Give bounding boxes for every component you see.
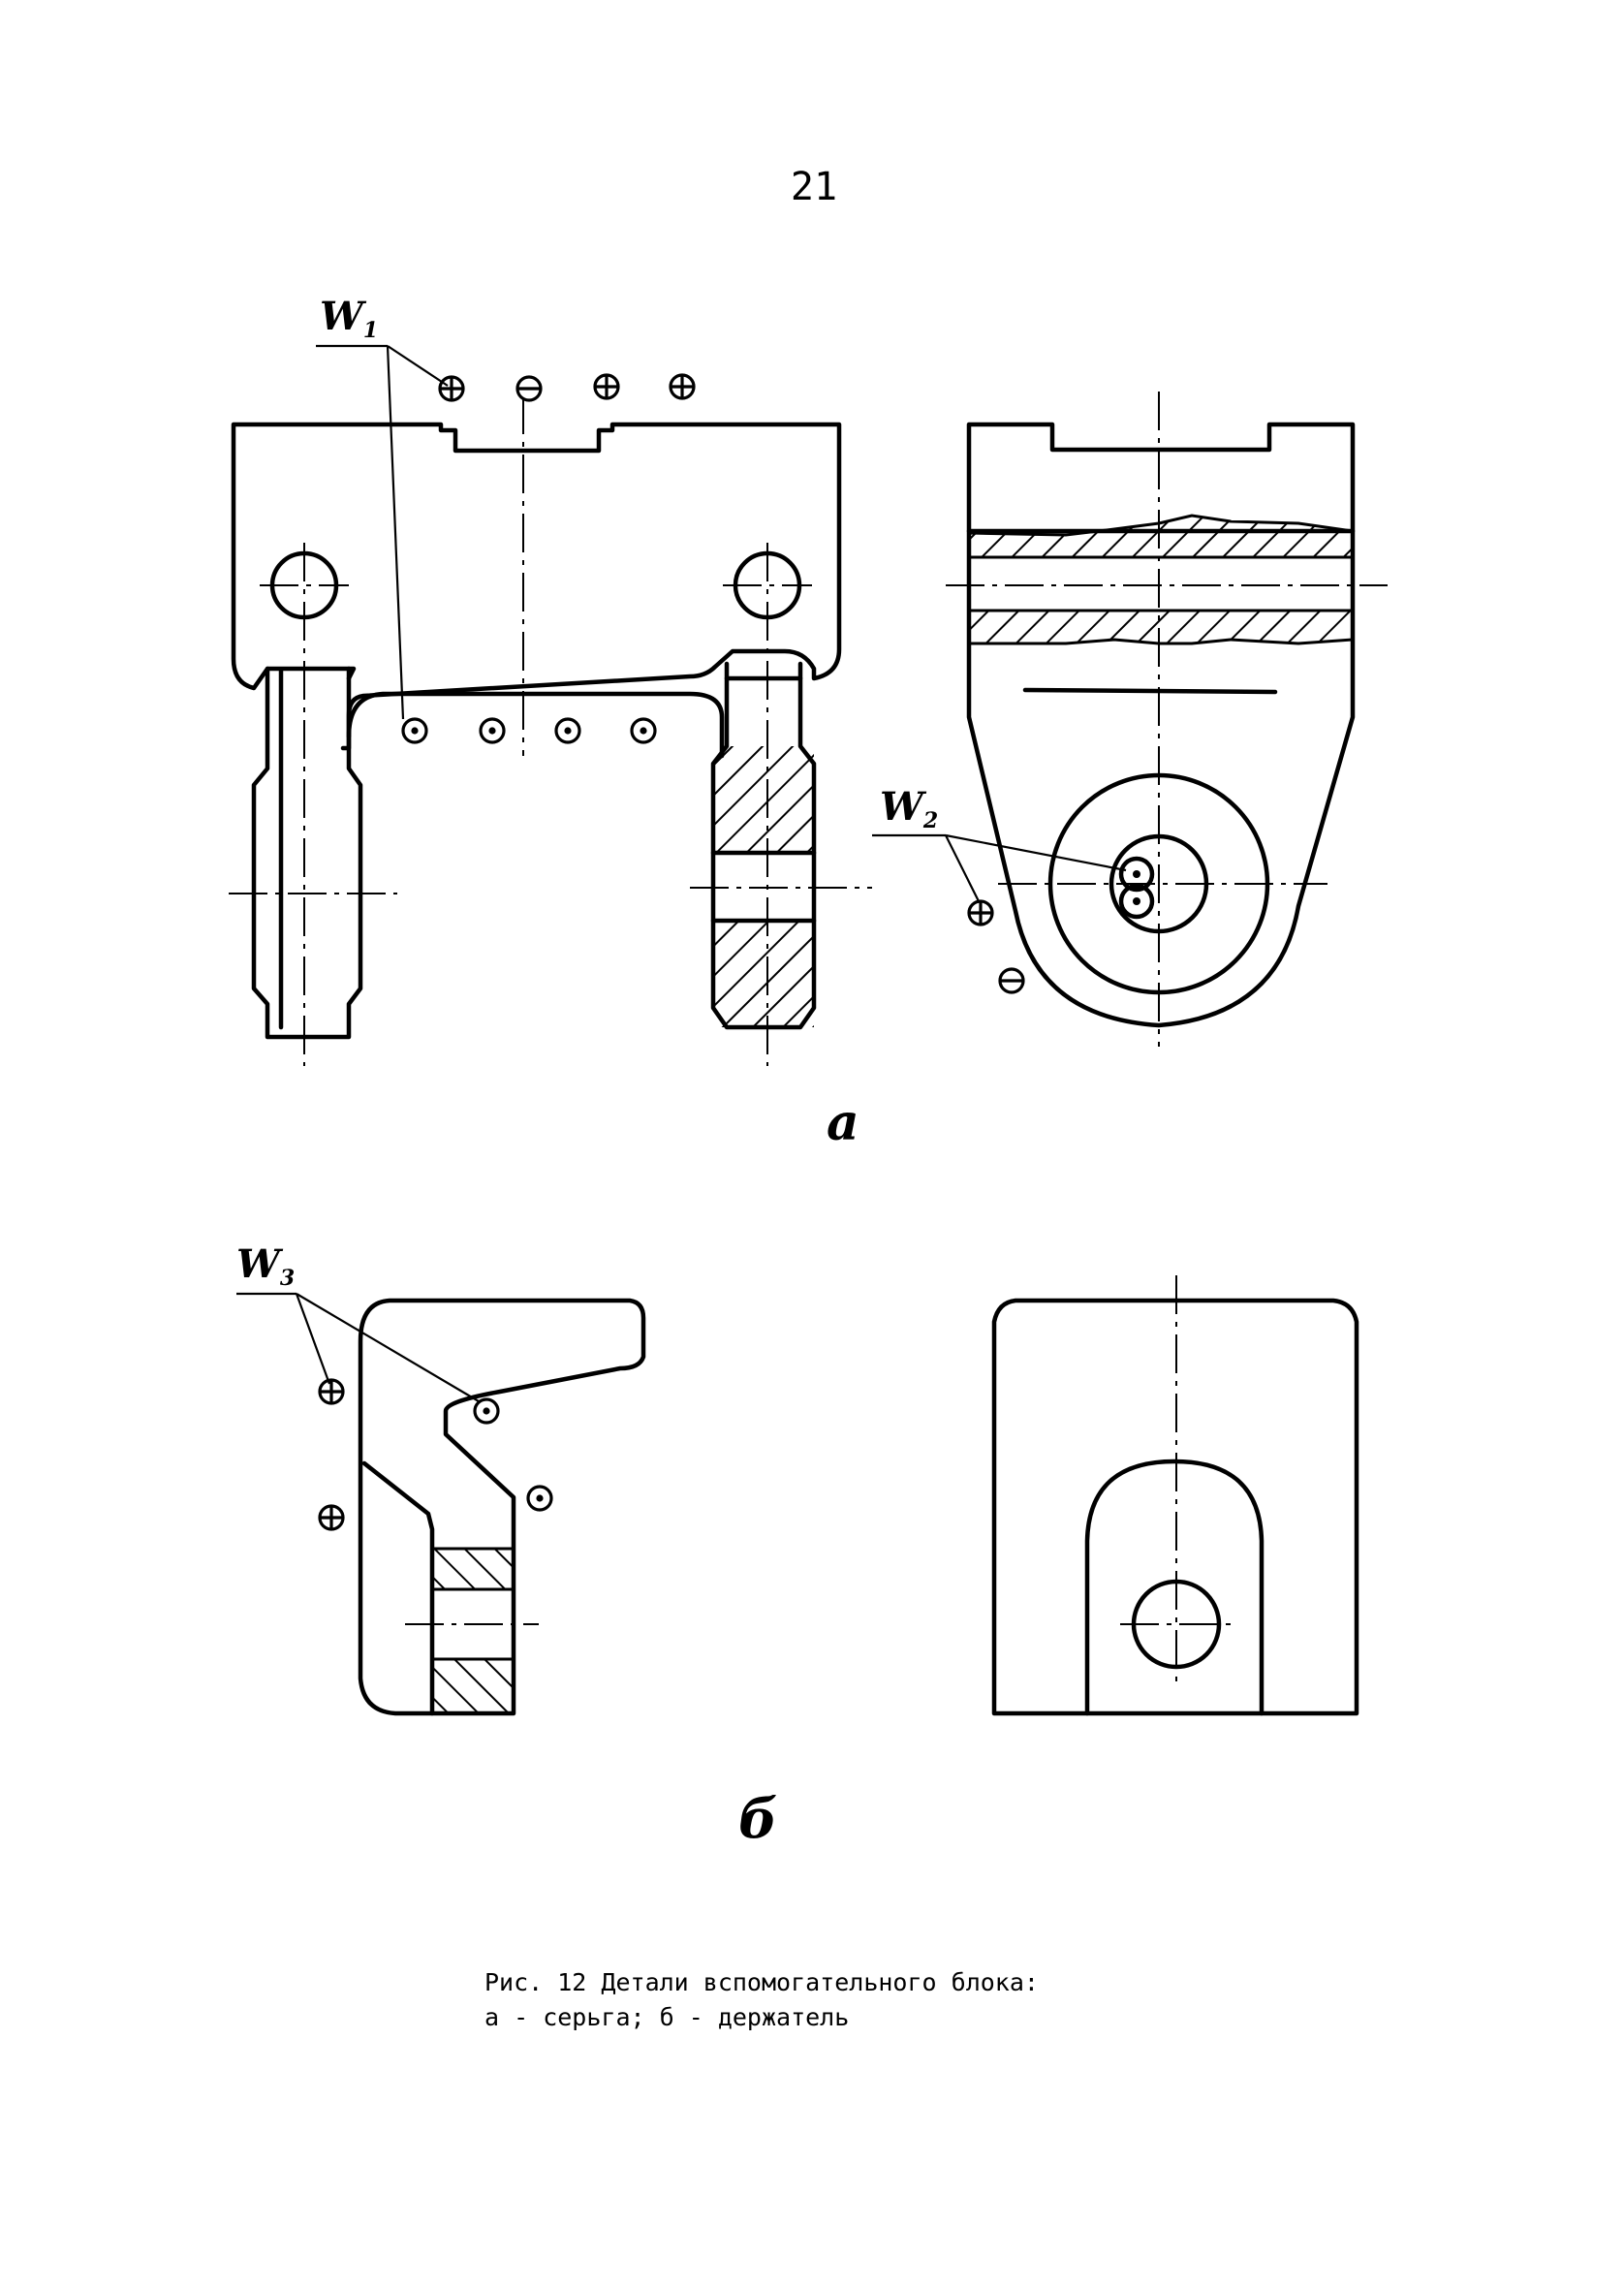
right-leg-section-top (713, 746, 814, 853)
figure-a-front-view: W1 (229, 294, 872, 1066)
holder-inner-edge (361, 1460, 435, 1716)
holder-section-bottom (430, 1657, 515, 1715)
datum-marker (554, 717, 581, 744)
datum-marker (479, 717, 506, 744)
side-body-outline (966, 422, 1356, 1028)
w2-leader (945, 833, 1127, 872)
bore-detail-dot (1133, 897, 1140, 905)
datum-marker (526, 1485, 553, 1512)
figure-b-side-view: W3 (236, 1241, 646, 1716)
holder-section-top (430, 1547, 515, 1591)
w1-label: W1 (320, 294, 378, 343)
holder-front-outline (991, 1298, 1359, 1716)
bore-detail-dot (1133, 870, 1140, 878)
side-section-top (967, 514, 1355, 559)
w3-leader (296, 1293, 480, 1402)
figure-b-front-view (991, 1275, 1359, 1716)
support-marker (998, 967, 1025, 994)
caption-line-1: Рис. 12 Детали вспомогательного блока: (484, 1968, 1039, 1996)
holder-front-tongue (1084, 1459, 1265, 1716)
side-inner-line (1022, 687, 1278, 695)
support-marker (593, 373, 620, 400)
right-leg-section-bottom (713, 921, 814, 1027)
support-marker (438, 375, 465, 402)
support-marker (318, 1504, 345, 1531)
w1-leader (386, 345, 405, 720)
page-number: 21 (790, 165, 838, 209)
support-marker (967, 899, 994, 926)
left-leg (251, 666, 363, 1040)
figure-a-side-view: W2 (872, 392, 1388, 1047)
holder-outline (358, 1298, 646, 1716)
w2-leader (945, 834, 980, 902)
side-section-bottom (967, 609, 1355, 645)
shackle-body-outline (231, 422, 842, 751)
support-marker (515, 375, 543, 402)
figure-a-label: а (827, 1093, 859, 1152)
figure-caption: Рис. 12 Детали вспомогательного блока: а… (484, 1965, 1260, 2035)
w3-label: W3 (236, 1241, 295, 1291)
datum-marker (473, 1397, 500, 1425)
support-marker (669, 373, 696, 400)
caption-line-2: а - серьга; б - держатель (484, 2003, 850, 2031)
datum-marker (630, 717, 657, 744)
figure-b-label: б (738, 1787, 777, 1851)
support-marker (318, 1378, 345, 1405)
bore-detail (1118, 856, 1155, 893)
bore-detail (1118, 883, 1155, 920)
w3-leader (295, 1293, 331, 1385)
w2-label: W2 (880, 784, 938, 833)
fork-inner-edge (346, 691, 725, 759)
w1-leader (387, 345, 449, 387)
datum-marker (401, 717, 428, 744)
